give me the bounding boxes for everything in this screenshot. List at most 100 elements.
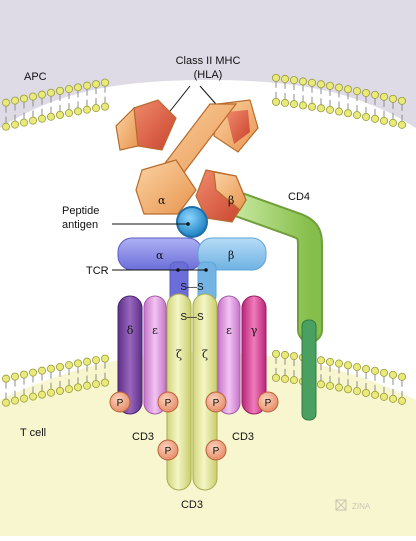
lipid-head (316, 80, 325, 89)
lipid-head (74, 383, 83, 392)
mhc-alpha-label: α (158, 194, 166, 207)
lipid-head (271, 97, 280, 106)
lipid-head (2, 398, 10, 407)
cd3-left-label: CD3 (132, 431, 154, 443)
lipid-head (74, 83, 83, 92)
cd3-epsilon-right-label: ε (226, 324, 232, 337)
lipid-head (83, 381, 92, 390)
lipid-head (271, 373, 280, 382)
lipid-head (28, 116, 37, 125)
lipid-head (397, 96, 406, 105)
lipid-head (10, 372, 19, 381)
lipid-head (38, 114, 47, 123)
mhc-beta-label: β (228, 194, 234, 207)
lipid-head (65, 109, 74, 118)
phospho-1: P (117, 398, 124, 409)
lipid-head (280, 98, 289, 107)
lipid-head (101, 78, 110, 87)
lipid-head (83, 357, 92, 366)
tcell-label: T cell (20, 427, 46, 439)
lipid-head (19, 94, 28, 103)
lipid-head (352, 111, 361, 120)
peptide-label-line1: Peptide (62, 205, 99, 217)
lipid-head (379, 92, 388, 101)
lipid-head (280, 74, 289, 83)
lipid-head (388, 118, 397, 127)
lipid-head (19, 394, 28, 403)
peptide-label-line2: antigen (62, 219, 98, 231)
cd3-zeta-left-label: ζ (176, 348, 182, 361)
lipid-head (289, 352, 298, 361)
lipid-head (92, 356, 101, 365)
lipid-head (19, 118, 28, 127)
lipid-head (38, 390, 47, 399)
lipid-head (2, 98, 10, 107)
lipid-head (101, 378, 110, 387)
tcr-alpha-label: α (156, 249, 164, 262)
lipid-head (343, 85, 352, 94)
lipid-head (388, 94, 397, 103)
lipid-head (38, 90, 47, 99)
lipid-head (2, 122, 10, 131)
lipid-head (289, 376, 298, 385)
lipid-head (65, 361, 74, 370)
lipid-head (47, 388, 56, 397)
lipid-head (101, 354, 110, 363)
lipid-head (56, 110, 65, 119)
lipid-head (280, 374, 289, 383)
watermark-logo: ZINA (335, 499, 371, 511)
lipid-head (325, 381, 334, 390)
lipid-head (92, 104, 101, 113)
lipid-head (343, 361, 352, 370)
lipid-head (334, 359, 343, 368)
phospho-6: P (213, 446, 220, 457)
lipid-head (19, 370, 28, 379)
lipid-head (289, 76, 298, 85)
mhc-class-ii (115, 99, 259, 223)
cd4-coreceptor (227, 192, 323, 421)
lipid-head (56, 86, 65, 95)
lipid-head (343, 385, 352, 394)
lipid-head (370, 114, 379, 123)
lipid-head (56, 362, 65, 371)
lipid-head (388, 394, 397, 403)
lipid-head (74, 359, 83, 368)
lipid-head (325, 357, 334, 366)
lipid-head (10, 396, 19, 405)
phospho-2: P (165, 398, 172, 409)
lipid-head (271, 349, 280, 358)
lipid-head (38, 366, 47, 375)
lipid-head (316, 356, 325, 365)
lipid-head (361, 364, 370, 373)
lipid-head (334, 383, 343, 392)
lipid-head (316, 104, 325, 113)
cd3-epsilon-left-label: ε (152, 324, 158, 337)
mhc-label-line2: (HLA) (194, 69, 223, 81)
lipid-head (352, 387, 361, 396)
cd3-bottom-label: CD3 (181, 499, 203, 511)
lipid-head (289, 100, 298, 109)
lipid-head (325, 81, 334, 90)
lipid-head (101, 102, 110, 111)
tcr-beta-label: β (228, 249, 234, 262)
lipid-head (271, 73, 280, 82)
lipid-head (343, 109, 352, 118)
cd3-delta-label: δ (127, 324, 134, 337)
lipid-head (370, 90, 379, 99)
cd3-zeta-right-label: ζ (202, 348, 208, 361)
lipid-head (47, 364, 56, 373)
lipid-head (47, 88, 56, 97)
lipid-head (361, 388, 370, 397)
peptide-pointer-dot (186, 222, 190, 226)
lipid-head (307, 102, 316, 111)
lipid-head (28, 92, 37, 101)
tcr-pointer-dot-b (204, 268, 208, 272)
phospho-3: P (213, 398, 220, 409)
lipid-head (298, 101, 307, 110)
lipid-head (397, 120, 406, 129)
tcr-label: TCR (86, 265, 109, 277)
phospho-group (109, 391, 279, 461)
apc-membrane-region (0, 0, 416, 128)
lipid-head (397, 396, 406, 405)
